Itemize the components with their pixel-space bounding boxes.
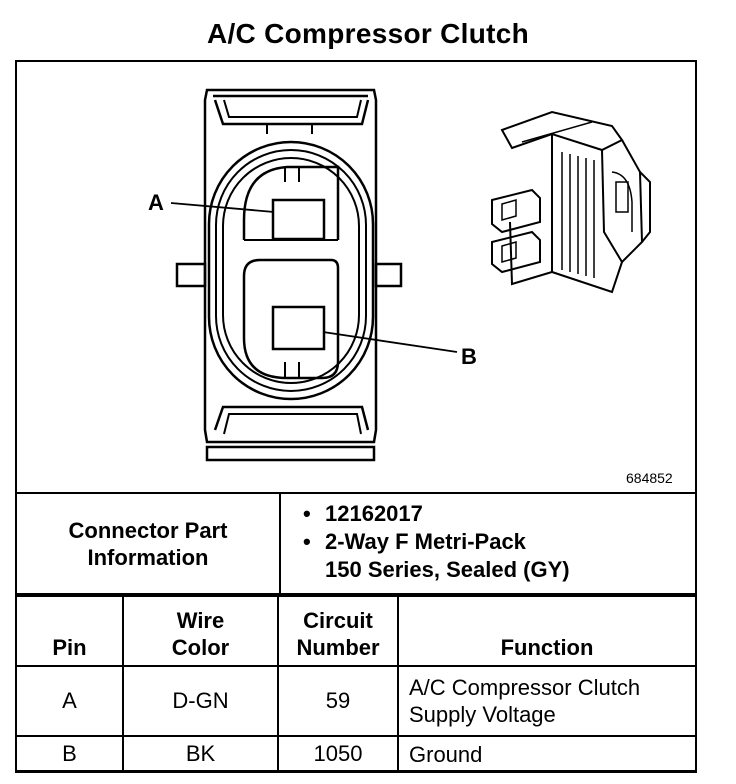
pin-table: Pin Wire Color Circuit Number Function A… [15,595,697,773]
function-cell: A/C Compressor Clutch Supply Voltage [397,665,697,737]
header-wire-color: Wire Color [122,595,279,667]
connector-info-items: • 12162017 • 2-Way F Metri-Pack 150 Seri… [279,492,697,595]
connector-illustration: A B [148,88,651,462]
connector-info-label-line2: Information [87,544,209,570]
header-circuit-number: Circuit Number [277,595,399,667]
circuit-cell: 59 [277,665,399,737]
pin-cell: B [15,735,124,773]
circuit-cell: 1050 [277,735,399,773]
pin-b-callout: B [461,344,477,369]
pin-table-header: Pin Wire Color Circuit Number Function [15,595,697,667]
pin-a-callout: A [148,190,164,215]
bullet-icon: • [303,529,311,554]
connector-info-label-line1: Connector Part [68,517,228,543]
connector-info-table: Connector Part Information • 12162017 • … [15,492,697,595]
pin-cell: A [15,665,124,737]
pin-callouts [170,202,458,353]
connector-info-label: Connector Part Information [15,492,281,595]
wire-color-cell: D-GN [122,665,279,737]
figure-id: 684852 [626,470,673,486]
header-pin: Pin [15,595,124,667]
bullet-icon: • [303,501,311,526]
connector-face-view [175,88,403,462]
connector-description: • 2-Way F Metri-Pack 150 Series, Sealed … [303,529,570,582]
table-row: B BK 1050 Ground [15,735,697,773]
connector-part-number: • 12162017 [303,501,423,526]
wire-color-cell: BK [122,735,279,773]
diagram-title: A/C Compressor Clutch [206,18,530,49]
function-cell: Ground [397,735,697,773]
connector-perspective-view [491,110,651,294]
table-row: A D-GN 59 A/C Compressor Clutch Supply V… [15,665,697,737]
header-function: Function [397,595,697,667]
